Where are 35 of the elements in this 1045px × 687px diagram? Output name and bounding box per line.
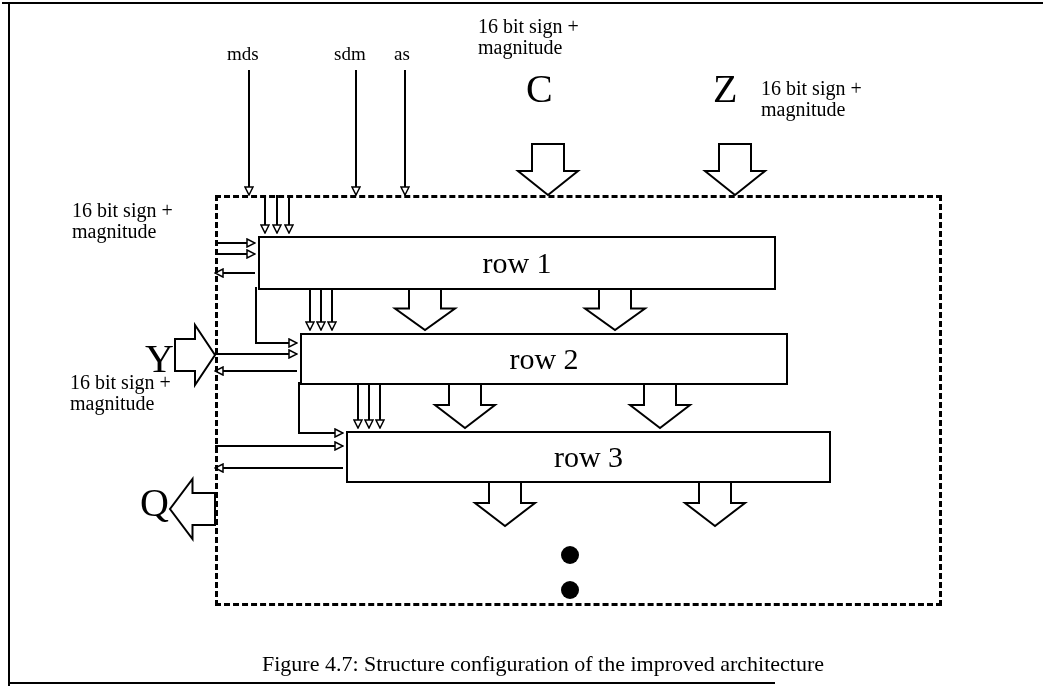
bus-width-note: 16 bit sign + magnitude bbox=[478, 16, 580, 58]
bus-width-note: 16 bit sign + magnitude bbox=[761, 78, 863, 120]
bus-arrow bbox=[515, 143, 581, 197]
bus-width-note: 16 bit sign + magnitude bbox=[72, 200, 174, 242]
row-block bbox=[300, 333, 788, 385]
arrow bbox=[214, 349, 298, 359]
arrow bbox=[214, 366, 298, 376]
ellipsis-dot bbox=[561, 581, 579, 599]
ellipsis-dot bbox=[561, 546, 579, 564]
bus-label: Q bbox=[140, 482, 169, 524]
arrow bbox=[214, 268, 256, 278]
dashed-boundary-box bbox=[215, 195, 942, 606]
bus-width-note: 16 bit sign + magnitude bbox=[70, 372, 171, 414]
signal-label: as bbox=[394, 44, 410, 64]
block-label: row 3 bbox=[553, 441, 624, 473]
block-label: row 2 bbox=[509, 343, 579, 375]
bus-arrow bbox=[702, 143, 768, 197]
bus-label: C bbox=[526, 68, 553, 110]
arrow bbox=[255, 286, 298, 348]
bus-arrow bbox=[168, 476, 216, 542]
arrow bbox=[214, 463, 344, 473]
figure-caption: Figure 4.7: Structure configuration of the improved architecture bbox=[262, 652, 825, 676]
arrow bbox=[272, 194, 282, 234]
signal-label: sdm bbox=[334, 44, 366, 64]
row-block bbox=[346, 431, 831, 483]
arrow bbox=[214, 441, 344, 451]
block-label: row 1 bbox=[482, 247, 552, 279]
signal-label: mds bbox=[227, 44, 259, 64]
bus-arrow bbox=[174, 321, 217, 389]
arrow bbox=[351, 69, 361, 196]
arrow bbox=[298, 381, 344, 438]
arrow bbox=[400, 69, 410, 196]
bus-label: Z bbox=[713, 68, 738, 110]
row-block bbox=[258, 236, 776, 290]
arrow bbox=[244, 69, 254, 196]
